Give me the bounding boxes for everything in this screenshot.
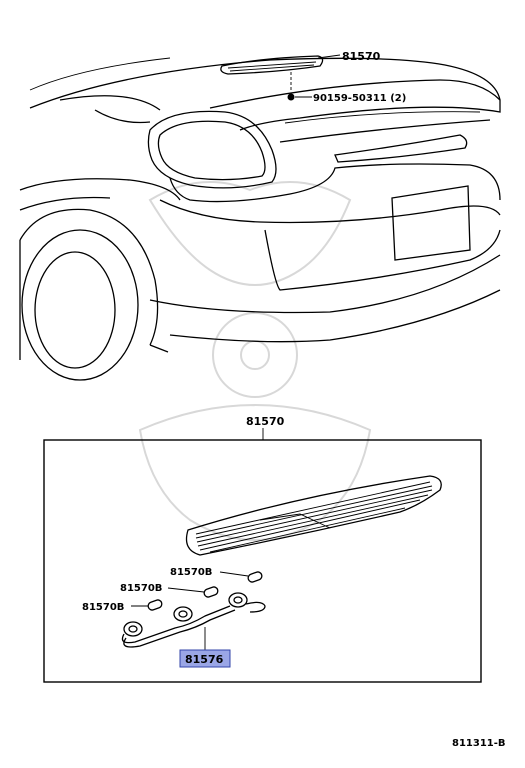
bulb-left <box>147 599 163 611</box>
high-mount-stop-lamp <box>185 475 442 556</box>
label-bulb-a: 81570B <box>170 567 212 578</box>
label-top-stop-lamp: 81570 <box>342 50 381 63</box>
callout-top-lamp: 81570 <box>317 50 381 63</box>
car-rear-illustration <box>19 55 501 381</box>
bulb-middle <box>203 586 219 598</box>
label-box-title: 81570 <box>246 415 285 428</box>
label-screw: 90159-50311 (2) <box>313 93 406 104</box>
watermark <box>138 181 372 541</box>
label-bulb-b: 81570B <box>120 583 162 594</box>
callout-screw: 90159-50311 (2) <box>287 72 406 104</box>
label-bulb-c: 81570B <box>82 602 124 613</box>
bulb-top <box>247 571 263 583</box>
highlight-box <box>179 649 231 668</box>
label-socket-wire[interactable]: 81576 <box>185 653 224 666</box>
diagram-code: 811311-B <box>452 738 506 749</box>
socket-wire-assy <box>121 592 266 650</box>
detail-frame <box>43 439 482 683</box>
